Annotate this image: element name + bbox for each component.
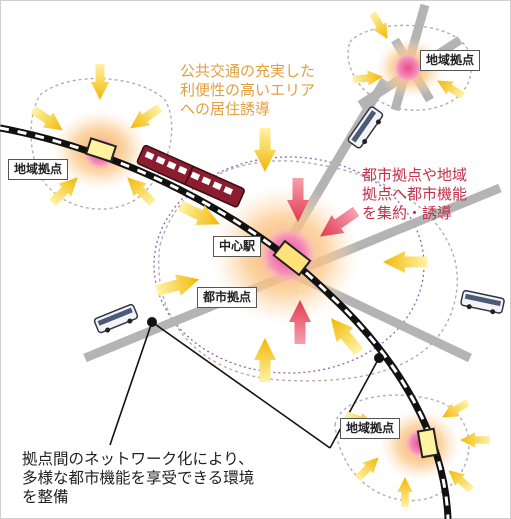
urban-hub-label: 都市拠点 [197, 287, 258, 308]
central-station-label: 中心駅 [213, 236, 262, 257]
concentration-caption-line-1: 都市拠点や地域 [362, 166, 468, 184]
transit-caption-line-1: 公共交通の充実した [180, 62, 316, 80]
concentration-caption-line-3: を集約・誘導 [362, 204, 453, 222]
regional-hub-label-bottom-right: 地域拠点 [340, 418, 401, 439]
transit-caption-line-2: 利便性の高いエリア [180, 81, 316, 99]
regional-hub-label-top-right: 地域拠点 [420, 50, 481, 71]
train [136, 144, 245, 208]
network-caption-line-2: 多様な都市機能を享受できる環境 [22, 469, 255, 487]
concentration-caption: 都市拠点や地域 拠点へ都市機能 を集約・誘導 [362, 166, 467, 223]
network-caption-line-3: を整備 [22, 488, 69, 506]
concentration-caption-line-2: 拠点へ都市機能 [362, 185, 468, 203]
regional-hub-label-left: 地域拠点 [8, 159, 69, 180]
network-connectors [109, 321, 380, 449]
transit-caption-line-3: への居住誘導 [180, 100, 271, 118]
network-caption: 拠点間のネットワーク化により、 多様な都市機能を享受できる環境 を整備 [22, 450, 254, 507]
transit-caption: 公共交通の充実した 利便性の高いエリア への居住誘導 [180, 62, 315, 119]
network-caption-line-1: 拠点間のネットワーク化により、 [22, 450, 254, 468]
